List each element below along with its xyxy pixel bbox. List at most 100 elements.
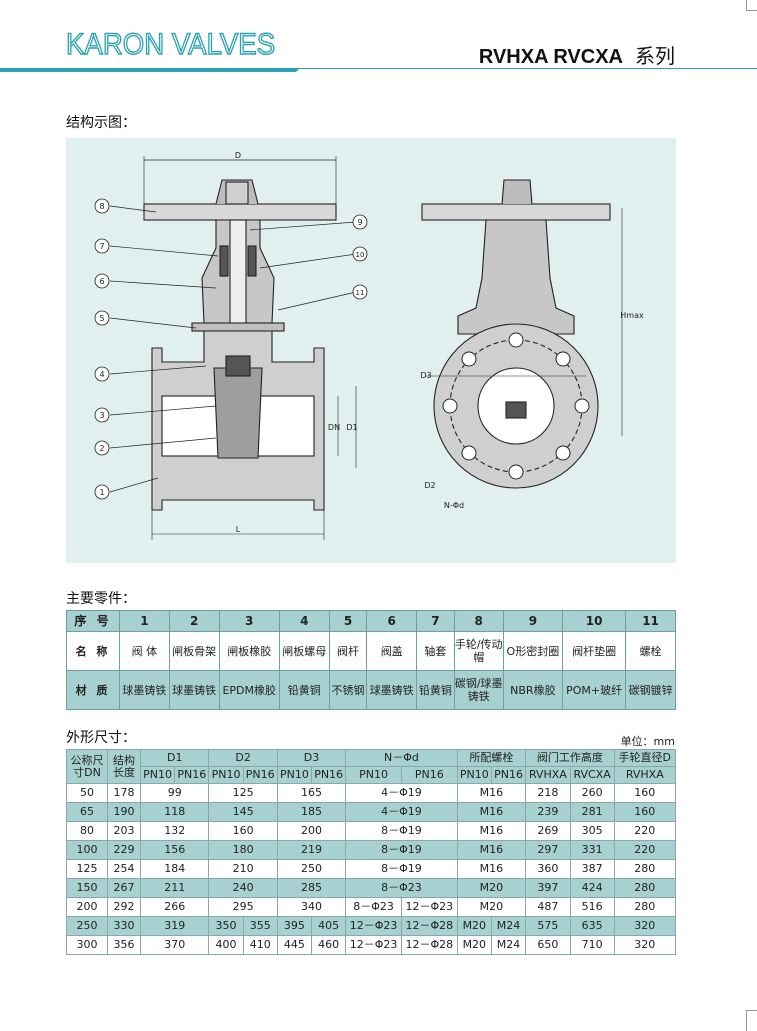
cell-height-rvhxa: 487: [525, 897, 571, 917]
callout-label: 5: [99, 314, 104, 323]
dimensions-title: 外形尺寸：: [66, 730, 136, 746]
dim-label: D2: [424, 481, 435, 490]
part-name: 阀盖: [366, 631, 418, 671]
series-models: RVHXA RVCXA: [478, 46, 623, 68]
dimensions-table: 公称尺寸DN 结构长度 D1 D2 D3 N－Φd 所配螺栓 阀门工作高度 手轮…: [66, 749, 677, 955]
cell-bolt: M16: [456, 783, 527, 803]
part-no: 11: [625, 610, 676, 632]
cell-wheel: 220: [613, 821, 677, 841]
dims-subheader-row: PN10 PN16 PN10 PN16 PN10 PN16 PN10 PN16 …: [67, 766, 677, 784]
part-name: O形密封圈: [502, 631, 564, 671]
cell-height-rvcxa: 635: [569, 916, 615, 936]
valve-drawing-svg: 8 7 6 5 4 3 2 1 9 10 11 D L DN D1 D2 D3 …: [94, 151, 644, 540]
structure-title: 结构示图：: [66, 115, 136, 131]
table-row: 100 229 156 180 219 8－Φ19 M16 297 331 22…: [66, 840, 677, 860]
header-dn: 公称尺寸DN: [66, 749, 108, 784]
cell-height-rvhxa: 218: [525, 783, 571, 803]
cell-wheel: 160: [613, 802, 677, 822]
cell-d2-pn10: 350: [208, 916, 244, 936]
cell-dn: 250: [66, 916, 108, 936]
cell-nd: 8－Φ19: [345, 840, 458, 860]
cell-d2: 240: [208, 878, 278, 898]
cell-wheel: 220: [613, 840, 677, 860]
callout-label: 6: [99, 277, 104, 286]
dim-label: D1: [346, 423, 357, 432]
cell-d2: 295: [208, 897, 278, 917]
part-material: 球墨铸铁: [366, 670, 418, 710]
table-row: 200 292 266 295 340 8－Φ23 12－Φ23 M20 487…: [66, 897, 677, 917]
callout-label: 4: [99, 370, 104, 379]
cell-length: 330: [107, 916, 141, 936]
cell-nd: 4－Φ19: [345, 783, 458, 803]
callout-label: 8: [99, 202, 104, 211]
cell-d2: 145: [208, 802, 278, 822]
cell-height-rvcxa: 281: [569, 802, 615, 822]
part-no: 3: [218, 610, 280, 632]
cell-d1: 156: [139, 840, 210, 860]
cell-height-rvhxa: 269: [525, 821, 571, 841]
cell-d1: 132: [139, 821, 210, 841]
sub-rvcxa: RVCXA: [569, 766, 615, 784]
cell-d3: 200: [276, 821, 347, 841]
cell-d2-pn16: 410: [242, 935, 278, 955]
series-title: RVHXA RVCXA 系列: [479, 40, 675, 69]
cell-length: 190: [107, 802, 141, 822]
cell-bolt: M16: [456, 859, 527, 879]
parts-title: 主要零件：: [66, 591, 136, 607]
header-d2: D2: [208, 749, 278, 767]
callout-label: 11: [356, 289, 365, 297]
part-material: 铅黄铜: [278, 670, 330, 710]
cell-d3-pn16: 460: [311, 935, 347, 955]
cell-nd-pn10: 8－Φ23: [345, 897, 402, 917]
part-name: 螺栓: [625, 631, 676, 671]
cell-d2: 160: [208, 821, 278, 841]
table-row: 250 330 319 350 355 395 405 12－Φ23 12－Φ2…: [66, 916, 677, 936]
dim-label: L: [236, 525, 241, 534]
structure-drawing: 8 7 6 5 4 3 2 1 9 10 11 D L DN D1 D2 D3 …: [66, 138, 676, 563]
part-no: 9: [502, 610, 564, 632]
part-no: 6: [366, 610, 418, 632]
sub-rvhxa: RVHXA: [525, 766, 571, 784]
row-header: 序 号: [66, 610, 120, 632]
cell-length: 267: [107, 878, 141, 898]
sub-pn16: PN16: [490, 766, 527, 784]
cell-wheel: 320: [613, 935, 677, 955]
header-height: 阀门工作高度: [525, 749, 615, 767]
callout-label: 7: [99, 242, 104, 251]
callout-label: 9: [357, 218, 362, 227]
cell-length: 203: [107, 821, 141, 841]
part-name: 闸板螺母: [278, 631, 330, 671]
cell-height-rvhxa: 650: [525, 935, 571, 955]
callout-label: 10: [356, 251, 365, 259]
sub-pn16: PN16: [174, 766, 210, 784]
part-material: POM+玻纤: [562, 670, 627, 710]
brand-logo: KARON VALVES: [65, 27, 276, 61]
part-no: 2: [168, 610, 220, 632]
cell-d2: 210: [208, 859, 278, 879]
unit-label: 单位：mm: [620, 735, 675, 748]
cell-nd: 8－Φ23: [345, 878, 458, 898]
header-d1: D1: [139, 749, 210, 767]
cell-dn: 125: [66, 859, 108, 879]
table-row: 125 254 184 210 250 8－Φ19 M16 360 387 28…: [66, 859, 677, 879]
header-d3: D3: [276, 749, 347, 767]
cell-d3-pn10: 445: [276, 935, 313, 955]
cell-height-rvcxa: 387: [569, 859, 615, 879]
cell-dn: 80: [66, 821, 108, 841]
series-label: 系列: [635, 44, 675, 68]
header-bolt: 所配螺栓: [456, 749, 527, 767]
cell-height-rvcxa: 305: [569, 821, 615, 841]
part-name: 手轮/传动帽: [453, 631, 504, 671]
cell-d2: 180: [208, 840, 278, 860]
sub-pn10: PN10: [276, 766, 313, 784]
table-row: 65 190 118 145 185 4－Φ19 M16 239 281 160: [66, 802, 677, 822]
cell-wheel: 280: [613, 859, 677, 879]
part-material: EPDM橡胶: [218, 670, 280, 710]
part-name: 阀 体: [119, 631, 170, 671]
cell-bolt: M16: [456, 802, 527, 822]
cell-nd-pn10: 12－Φ23: [345, 916, 402, 936]
crop-mark: [746, 0, 747, 10]
part-material: 碳钢/球墨铸铁: [453, 670, 504, 710]
part-material: 不锈钢: [328, 670, 368, 710]
cell-height-rvcxa: 331: [569, 840, 615, 860]
